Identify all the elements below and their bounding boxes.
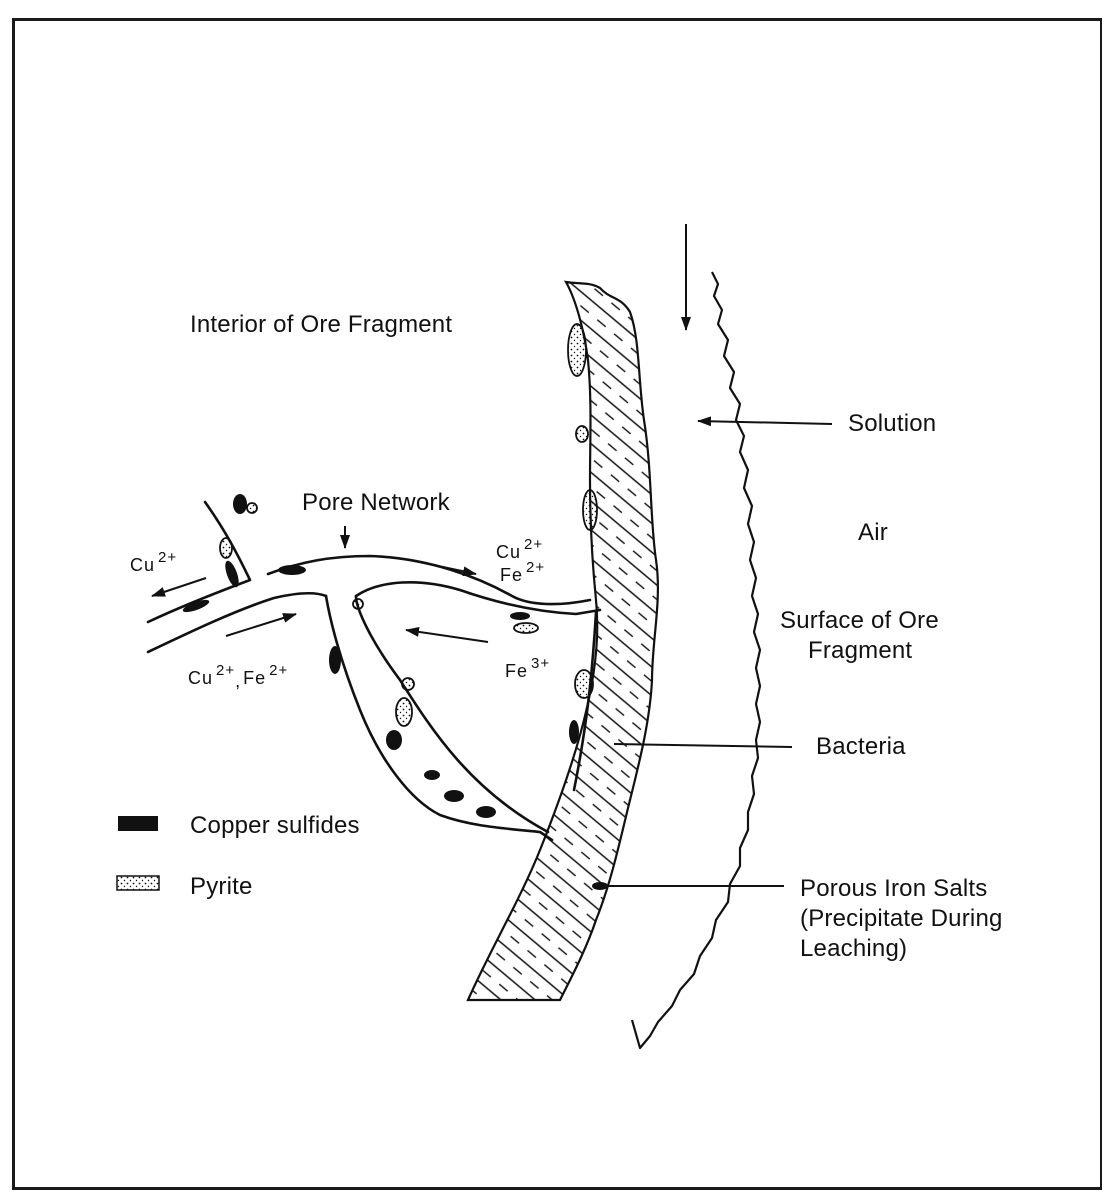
- pore-network-label: Pore Network: [302, 488, 450, 518]
- surface-label: Surface of Ore Fragment: [780, 606, 939, 666]
- ion-lower-cu-symbol: Cu: [188, 668, 213, 688]
- bacteria-label: Bacteria: [816, 732, 906, 762]
- legend-pyrite-swatch: [117, 876, 159, 890]
- fe3-inflow-arrow: [406, 630, 488, 642]
- interior-label: Interior of Ore Fragment: [190, 310, 452, 340]
- legend-copper-label: Copper sulfides: [190, 811, 360, 841]
- ion-lower-cu-charge: 2+: [216, 662, 235, 679]
- solution-label: Solution: [848, 409, 936, 439]
- ion-fe3-symbol: Fe: [505, 661, 528, 681]
- ion-fe3-charge: 3+: [531, 655, 550, 672]
- ion-left-cu-symbol: Cu: [130, 555, 155, 575]
- air-label: Air: [858, 518, 888, 548]
- ion-pore-fe-charge: 2+: [526, 559, 545, 576]
- lower-inflow-arrow: [226, 614, 296, 636]
- legend-pyrite-label: Pyrite: [190, 872, 253, 902]
- porous-label-line3: Leaching): [800, 934, 1003, 964]
- legend-copper-swatch: [118, 816, 158, 831]
- ion-pore-cu-symbol: Cu: [496, 542, 521, 562]
- cu-outflow-arrow: [152, 578, 206, 596]
- ion-pore-fe-symbol: Fe: [500, 565, 523, 585]
- ion-pore-cu-charge: 2+: [524, 536, 543, 553]
- ion-left-cu-charge: 2+: [158, 549, 177, 566]
- surface-label-line1: Surface of Ore: [780, 606, 939, 636]
- ion-lower-fe-charge: 2+: [269, 662, 288, 679]
- surface-label-line2: Fragment: [780, 636, 939, 666]
- solution-pointer: [698, 421, 832, 424]
- porous-label-line1: Porous Iron Salts: [800, 874, 1003, 904]
- ion-lower-fe-symbol: Fe: [243, 668, 266, 688]
- porous-label-line2: (Precipitate During: [800, 904, 1003, 934]
- ion-lower-separator: ,: [235, 671, 241, 691]
- porous-iron-salt-band: [468, 282, 658, 1000]
- porous-label: Porous Iron Salts (Precipitate During Le…: [800, 874, 1003, 964]
- pore-outflow-arrow: [410, 560, 476, 574]
